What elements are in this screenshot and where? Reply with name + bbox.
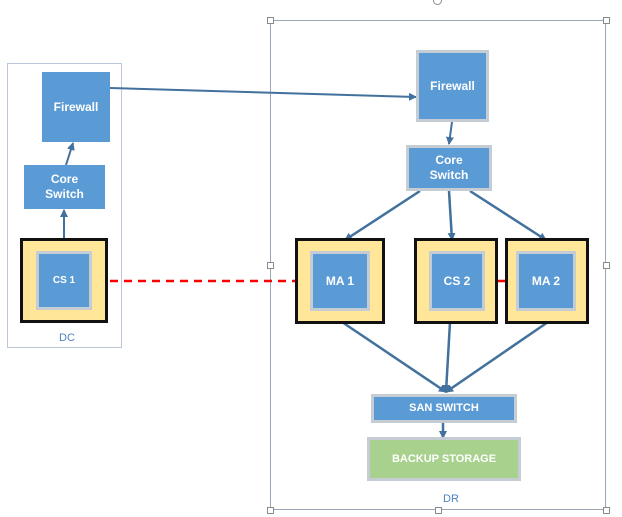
dr-ma1-node[interactable]: MA 1 (310, 251, 370, 311)
dc-region-label: DC (59, 332, 75, 344)
dr-firewall-label: Firewall (430, 78, 475, 93)
dr-firewall-node[interactable]: Firewall (416, 50, 489, 122)
dr-firewall-to-core-arrow (445, 121, 454, 145)
ma2-to-san-arrow (445, 320, 549, 394)
selection-handle-middle-right[interactable] (603, 262, 610, 269)
dr-core-switch-label: Core Switch (429, 153, 469, 182)
dr-cs2-frame[interactable]: CS 2 (414, 238, 498, 324)
selection-handle-top-right[interactable] (603, 17, 610, 24)
dc-core-to-firewall-arrow (65, 142, 75, 166)
selection-handle-bottom-left[interactable] (267, 507, 274, 514)
dr-core-to-ma1-arrow (344, 189, 421, 242)
selection-handle-bottom-right[interactable] (603, 507, 610, 514)
dc-to-dr-firewall-arrow (109, 87, 417, 101)
dr-ma2-frame[interactable]: MA 2 (505, 238, 589, 324)
dr-ma1-label: MA 1 (325, 273, 355, 288)
dc-firewall-label: Firewall (53, 99, 99, 114)
dc-region (7, 63, 122, 348)
dr-region-label: DR (443, 493, 459, 505)
dr-ma2-node[interactable]: MA 2 (516, 251, 576, 311)
dc-core-switch-node[interactable]: Core Switch (24, 165, 105, 209)
dr-cs2-label: CS 2 (443, 273, 471, 288)
dr-ma2-label: MA 2 (531, 273, 561, 288)
ma1-to-san-arrow (341, 320, 447, 394)
dr-san-switch-node[interactable]: SAN SWITCH (371, 394, 517, 423)
selection-handle-top-left[interactable] (267, 17, 274, 24)
dr-core-to-cs2-arrow (447, 190, 456, 241)
dr-backup-storage-label: BACKUP STORAGE (391, 452, 497, 465)
dr-san-switch-label: SAN SWITCH (409, 402, 479, 414)
rotation-handle-icon[interactable] (433, 0, 442, 5)
dr-core-to-ma2-arrow (469, 189, 547, 242)
dr-backup-storage-node[interactable]: BACKUP STORAGE (367, 437, 521, 481)
dr-cs2-node[interactable]: CS 2 (429, 251, 485, 311)
selection-handle-middle-left[interactable] (267, 262, 274, 269)
dr-core-switch-node[interactable]: Core Switch (406, 145, 492, 191)
cs2-to-san-arrow (442, 321, 452, 393)
dc-core-switch-label: Core Switch (45, 172, 84, 201)
dr-ma1-frame[interactable]: MA 1 (295, 238, 385, 324)
dc-cs1-label: CS 1 (52, 275, 76, 286)
dc-firewall-node[interactable]: Firewall (42, 72, 110, 142)
selection-handle-bottom-middle[interactable] (435, 507, 442, 514)
dc-cs1-node[interactable]: CS 1 (36, 251, 92, 310)
dc-cs1-frame[interactable]: CS 1 (20, 238, 108, 323)
